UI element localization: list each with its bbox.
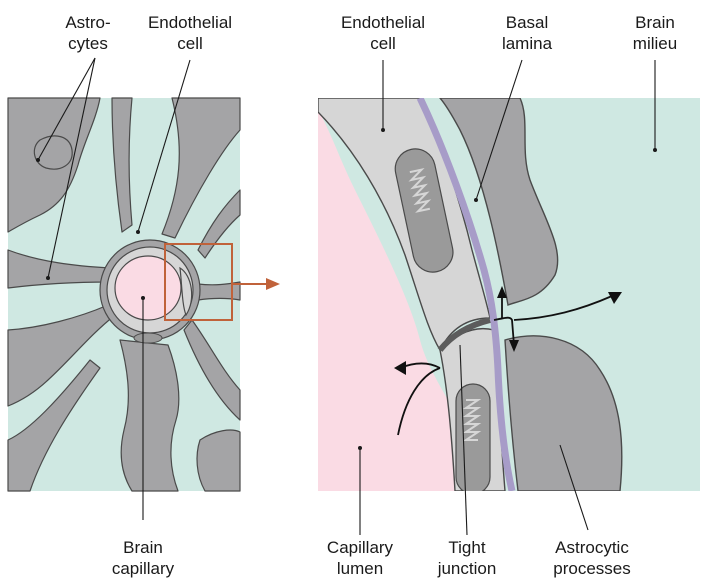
capillary-lumen-label: Capillary lumen [310,537,410,579]
basal-lamina-label: Basal lamina [482,12,572,54]
brain-capillary-label: Brain capillary [95,537,191,579]
brain-milieu-label: Brain milieu [610,12,700,54]
endothelial-cell-label-right: Endothelial cell [323,12,443,54]
tight-junction-label: Tight junction [420,537,514,579]
magnified-panel [318,98,700,494]
endothelial-cell-label-left: Endothelial cell [130,12,250,54]
astrocytic-processes-label: Astrocytic processes [532,537,652,579]
overview-panel [8,98,240,491]
astrocytes-label: Astro- cytes [48,12,128,54]
